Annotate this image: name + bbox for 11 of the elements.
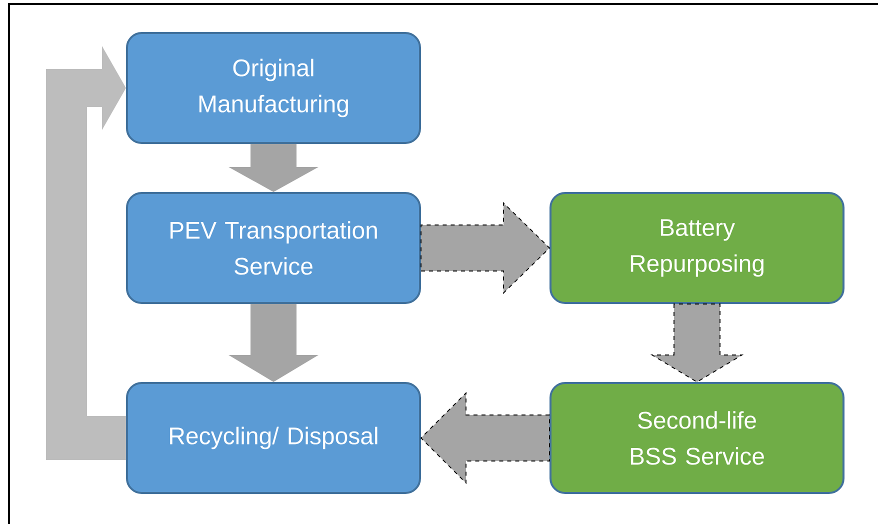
process-box: Battery Repurposing xyxy=(550,192,844,304)
block-arrow xyxy=(420,202,550,294)
process-box: Second-life BSS Service xyxy=(550,382,844,494)
block-arrow xyxy=(420,392,550,484)
block-arrow xyxy=(650,304,744,383)
block-arrow xyxy=(228,144,318,192)
block-arrow xyxy=(46,46,126,460)
process-box: Recycling/ Disposal xyxy=(126,382,421,494)
process-box: Original Manufacturing xyxy=(126,32,421,144)
block-arrow xyxy=(228,304,318,382)
process-box: PEV Transportation Service xyxy=(126,192,421,304)
